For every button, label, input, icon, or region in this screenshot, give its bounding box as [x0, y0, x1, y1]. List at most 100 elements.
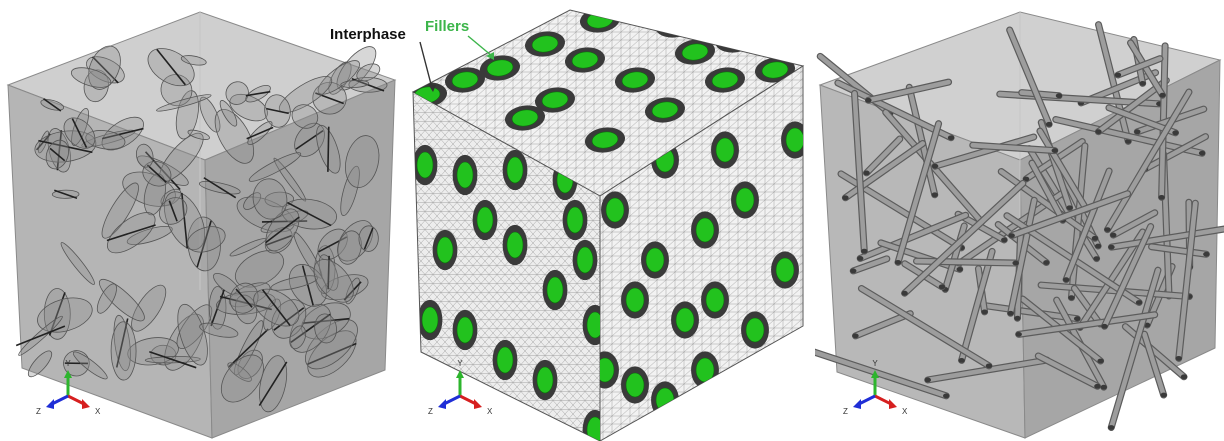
platelet-edge: [261, 289, 291, 326]
fiber: [895, 121, 941, 265]
platelet: [143, 173, 166, 216]
fiber: [970, 142, 1058, 153]
platelet: [336, 46, 377, 91]
z-arrowhead: [853, 399, 861, 409]
fiber: [1108, 267, 1161, 430]
filler-particle: [536, 366, 554, 394]
platelet-edge: [115, 318, 129, 368]
filler-particle: [675, 307, 695, 333]
fiber-end: [931, 192, 938, 198]
platelet-edge: [43, 98, 62, 112]
fiber-end: [1093, 256, 1100, 261]
fillers-label: Fillers: [425, 18, 470, 35]
platelet-edge: [266, 107, 289, 115]
filler-particle: [705, 287, 725, 313]
fiber: [866, 79, 951, 103]
platelet: [289, 325, 307, 350]
filler-particle: [511, 109, 539, 127]
filler-particle: [761, 61, 789, 79]
filler-particle: [451, 71, 479, 89]
platelet: [126, 225, 173, 245]
fiber-end: [1094, 383, 1101, 389]
fiber: [1105, 89, 1192, 232]
fiber-end: [1043, 260, 1050, 265]
axis-triad: Y X Z: [843, 359, 908, 416]
platelet-edge: [203, 177, 237, 199]
meshed-cube-panel: Y X Z: [405, 0, 815, 441]
fiber: [1096, 22, 1131, 144]
platelet-cube-panel: Y X Z: [0, 0, 400, 441]
platelet: [159, 132, 204, 182]
fiber: [1142, 331, 1166, 398]
fiber: [998, 169, 1098, 241]
platelet: [252, 178, 288, 220]
fiber-end: [1051, 148, 1058, 153]
z-axis-label: Z: [843, 407, 848, 416]
fiber-end: [1175, 355, 1182, 361]
filler-particle: [661, 16, 689, 34]
y-arrowhead: [456, 370, 464, 378]
fiber-end: [947, 135, 955, 141]
y-axis-label: Y: [457, 359, 463, 368]
platelet: [176, 304, 213, 349]
filler-particle: [586, 311, 600, 339]
filler-particle: [416, 151, 434, 179]
platelet-edge: [101, 127, 144, 140]
y-axis-label: Y: [65, 359, 71, 368]
fiber-end: [985, 363, 993, 369]
platelet-edge: [235, 288, 253, 308]
fiber-end: [863, 170, 870, 176]
filler-particle: [775, 367, 795, 393]
fiber-end: [857, 256, 864, 261]
fiber: [1029, 160, 1066, 223]
platelet: [219, 100, 238, 127]
y-arrowhead: [64, 370, 72, 378]
platelet-edge: [149, 350, 197, 369]
platelet-edge: [71, 118, 88, 148]
fiber: [1036, 353, 1100, 389]
platelet: [234, 250, 285, 288]
filler-particle: [605, 197, 625, 223]
platelet: [220, 354, 264, 403]
filler-particle: [486, 59, 514, 77]
filler-particle: [456, 161, 474, 189]
fiber: [1019, 90, 1062, 99]
fiber-end: [958, 357, 965, 363]
filler-particle: [566, 206, 584, 234]
fiber: [1072, 286, 1103, 327]
filler-particle: [775, 257, 795, 283]
fiber: [1149, 244, 1209, 257]
fiber-end: [1094, 243, 1102, 249]
fiber-end: [1159, 92, 1166, 98]
y-axis-label: Y: [872, 359, 878, 368]
fiber: [1102, 224, 1153, 329]
platelet: [110, 321, 137, 381]
platelet: [101, 182, 139, 239]
platelet: [88, 45, 121, 90]
filler-particle: [625, 372, 645, 398]
fiber-end: [1091, 235, 1099, 241]
filler-particle: [651, 101, 679, 119]
platelet: [248, 152, 302, 182]
filler-particle: [645, 247, 665, 273]
z-axis-label: Z: [36, 407, 41, 416]
platelet: [313, 259, 354, 303]
filler-particle: [655, 387, 675, 413]
platelet-edge: [327, 255, 330, 290]
fiber-end: [1203, 251, 1210, 257]
x-axis-arrow: [874, 394, 892, 406]
platelet-edge: [49, 147, 66, 162]
platelet: [214, 109, 255, 164]
filler-particle: [785, 127, 803, 153]
cube-right-face: [204, 79, 396, 439]
fiber: [902, 181, 1026, 296]
filler-particle: [681, 43, 709, 61]
platelet-edge: [168, 200, 178, 222]
filler-particle: [695, 217, 715, 243]
interphase-ring: [771, 361, 799, 399]
platelet-fillers: [15, 45, 388, 413]
fiber: [1176, 200, 1198, 361]
fiber-end: [1135, 300, 1143, 305]
fiber-end: [1108, 425, 1115, 430]
platelet-edge: [146, 164, 167, 184]
